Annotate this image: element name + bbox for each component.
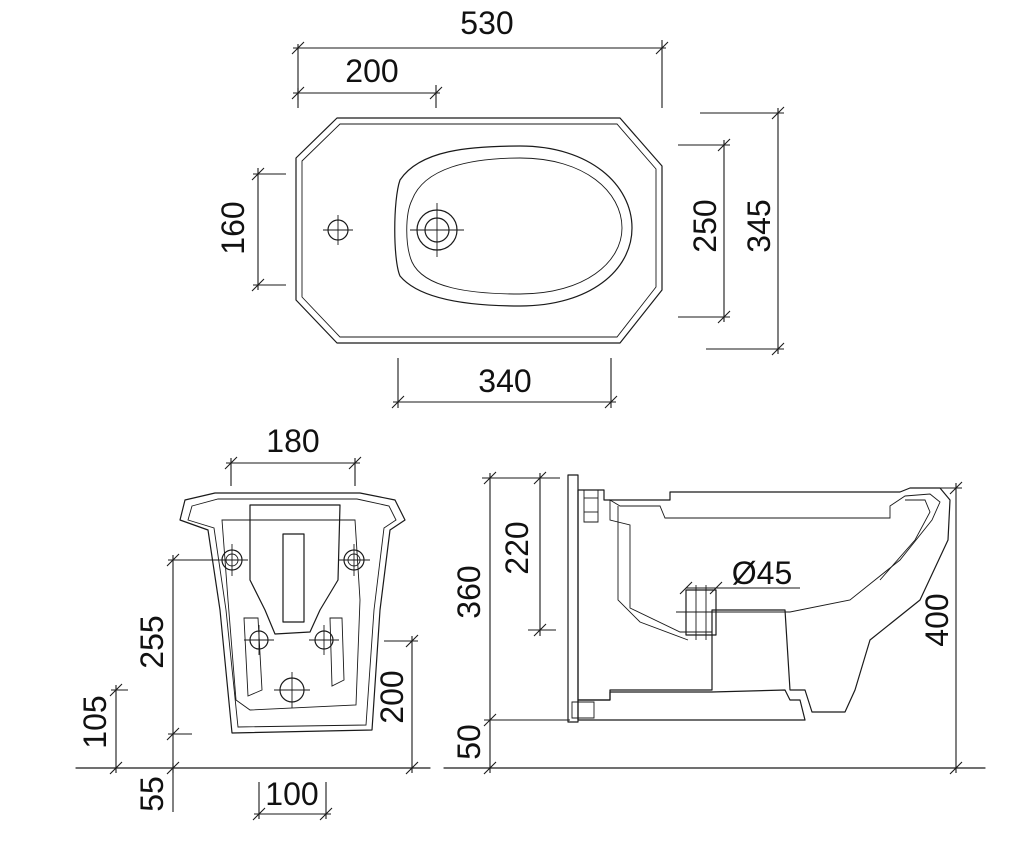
side-view: 220 360 50 Ø45 400 — [443, 471, 986, 775]
rear-view-outline-inner — [187, 498, 397, 728]
outlet-hole-left — [244, 625, 274, 655]
svg-text:Ø45: Ø45 — [732, 555, 792, 591]
svg-text:255: 255 — [134, 615, 170, 668]
svg-text:100: 100 — [265, 776, 318, 812]
svg-text:50: 50 — [451, 724, 487, 760]
dim-250: 250 — [678, 138, 731, 324]
dim-530: 530 — [291, 5, 669, 108]
svg-text:55: 55 — [134, 776, 170, 812]
rear-view-outline-outer — [179, 492, 406, 734]
svg-text:360: 360 — [451, 565, 487, 618]
bowl-outline — [394, 145, 633, 307]
outlet-hole-right — [309, 625, 339, 655]
dim-100: 100 — [252, 776, 333, 821]
side-view-inner-rim — [879, 499, 931, 581]
svg-text:200: 200 — [345, 53, 398, 89]
svg-text:105: 105 — [77, 695, 113, 748]
dim-diameter-45: Ø45 — [679, 555, 800, 595]
side-view-inner-wall — [617, 506, 689, 641]
wall-plate — [567, 474, 579, 723]
dim-50: 50 — [451, 724, 497, 775]
dim-200-rear: 200 — [374, 634, 419, 775]
tap-hole-symbol — [323, 215, 353, 245]
svg-text:345: 345 — [741, 199, 777, 252]
svg-text:180: 180 — [266, 423, 319, 459]
dim-340: 340 — [391, 358, 618, 409]
rear-view: 180 255 105 55 — [75, 423, 431, 821]
dim-360: 360 — [451, 471, 570, 773]
dim-400: 400 — [919, 481, 963, 775]
dim-105: 105 — [77, 683, 128, 775]
svg-text:220: 220 — [499, 521, 535, 574]
rear-view-cavity — [221, 519, 361, 711]
dim-345: 345 — [700, 106, 785, 356]
bowl-inner — [406, 157, 623, 295]
side-view-foot-slot — [571, 701, 595, 719]
drain-hole-bottom — [274, 672, 310, 708]
rear-view-center-block — [249, 504, 341, 635]
svg-text:160: 160 — [215, 201, 251, 254]
svg-text:340: 340 — [478, 363, 531, 399]
rear-view-slot — [282, 533, 305, 623]
dim-55: 55 — [134, 761, 180, 812]
dim-220: 220 — [482, 471, 560, 637]
fixing-hole-right — [338, 544, 370, 576]
side-view-bowl — [609, 493, 941, 633]
dim-160: 160 — [215, 167, 286, 292]
top-view: 530 200 160 250 — [215, 5, 785, 409]
side-view-base — [577, 689, 806, 721]
rear-view-lower-channel — [243, 617, 263, 697]
side-view-body-outer — [577, 487, 951, 713]
dim-200-top: 200 — [291, 53, 443, 108]
svg-text:200: 200 — [374, 670, 410, 723]
side-view-bracket — [583, 489, 599, 523]
dim-255: 255 — [134, 553, 222, 773]
svg-text:530: 530 — [460, 5, 513, 41]
top-view-outline-inner — [301, 123, 657, 338]
svg-text:250: 250 — [687, 199, 723, 252]
dim-180: 180 — [224, 423, 362, 486]
rear-view-lower-channel-2 — [329, 617, 345, 687]
drain-symbol — [410, 203, 464, 257]
top-view-outline-outer — [295, 117, 663, 344]
svg-text:400: 400 — [919, 593, 955, 646]
